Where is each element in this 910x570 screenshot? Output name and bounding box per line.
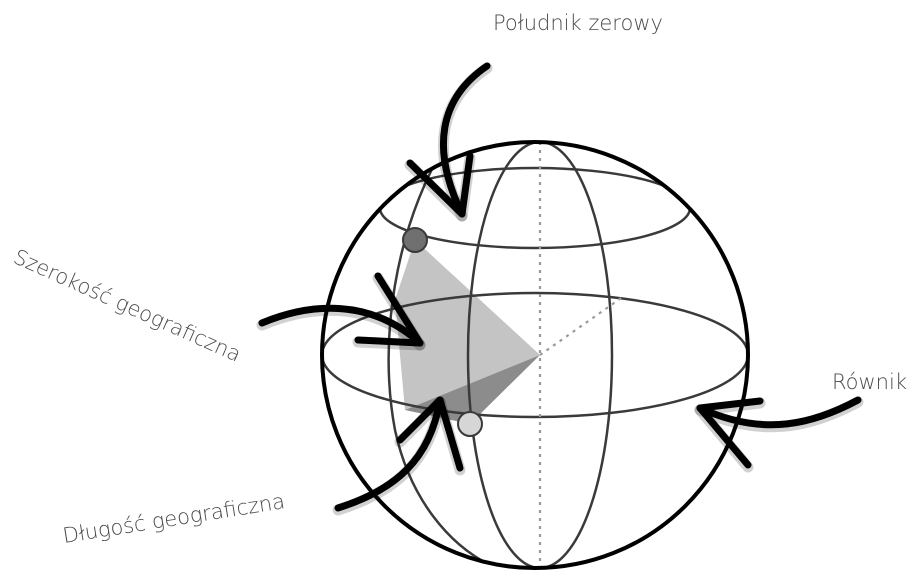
- label-longitude: Długość geograficzna: [61, 489, 287, 548]
- axis-lines: [538, 142, 625, 568]
- label-latitude: Szerokość geograficzna: [10, 245, 245, 367]
- central-meridian-line: [466, 142, 614, 568]
- arrow-prime-meridian: [404, 62, 493, 222]
- latitude-point: [402, 227, 428, 253]
- label-prime-meridian: Południk zerowy: [493, 11, 663, 35]
- equator-line: [322, 291, 748, 419]
- arrow-equator: [694, 396, 864, 473]
- longitude-point: [457, 411, 483, 437]
- arrow-latitude: [256, 272, 426, 351]
- globe-outline: [320, 140, 750, 570]
- radius-line: [539, 295, 625, 356]
- prime-meridian-line: [387, 144, 491, 567]
- arrow-longitude: [332, 396, 466, 516]
- label-equator: Równik: [832, 370, 907, 394]
